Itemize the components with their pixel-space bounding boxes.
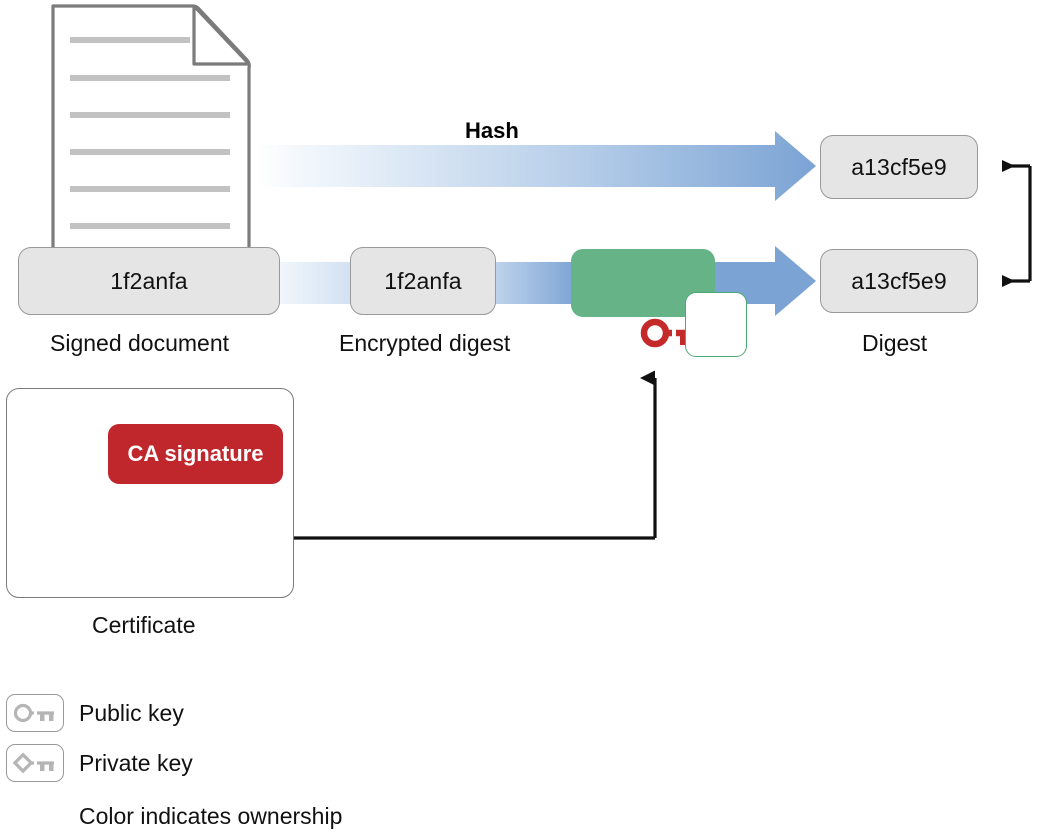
- legend-label-private-key: Private key: [79, 749, 193, 776]
- certificate-caption: Certificate: [92, 612, 196, 638]
- signed-document-caption: Signed document: [50, 330, 230, 356]
- public-key-chip: [6, 694, 64, 732]
- verify-arrow-segment-2: [490, 262, 578, 304]
- encrypted-digest-caption: Encrypted digest: [339, 330, 511, 356]
- lock-badge: [685, 292, 747, 357]
- digest-bottom-box[interactable]: a13cf5e9: [820, 249, 978, 313]
- legend-item-private-key: Private key: [6, 744, 193, 782]
- signed-document-box[interactable]: 1f2anfa: [18, 247, 280, 315]
- encrypted-digest-box[interactable]: 1f2anfa: [350, 247, 496, 315]
- digest-top-box[interactable]: a13cf5e9: [820, 135, 978, 199]
- digest-caption: Digest: [862, 330, 928, 356]
- hash-label: Hash: [465, 118, 519, 143]
- legend-item-public-key: Public key: [6, 694, 184, 732]
- private-key-chip: [6, 744, 64, 782]
- legend-note: Color indicates ownership: [79, 803, 343, 829]
- private-key-icon: [12, 752, 54, 774]
- public-key-icon: [13, 703, 54, 723]
- certificate-card[interactable]: [6, 388, 294, 598]
- document-icon: [51, 4, 251, 302]
- digest-comparison-connector: [1002, 160, 1032, 287]
- legend-label-public-key: Public key: [79, 699, 184, 726]
- hash-arrow: [258, 131, 816, 201]
- ca-signature-badge[interactable]: CA signature: [108, 424, 283, 484]
